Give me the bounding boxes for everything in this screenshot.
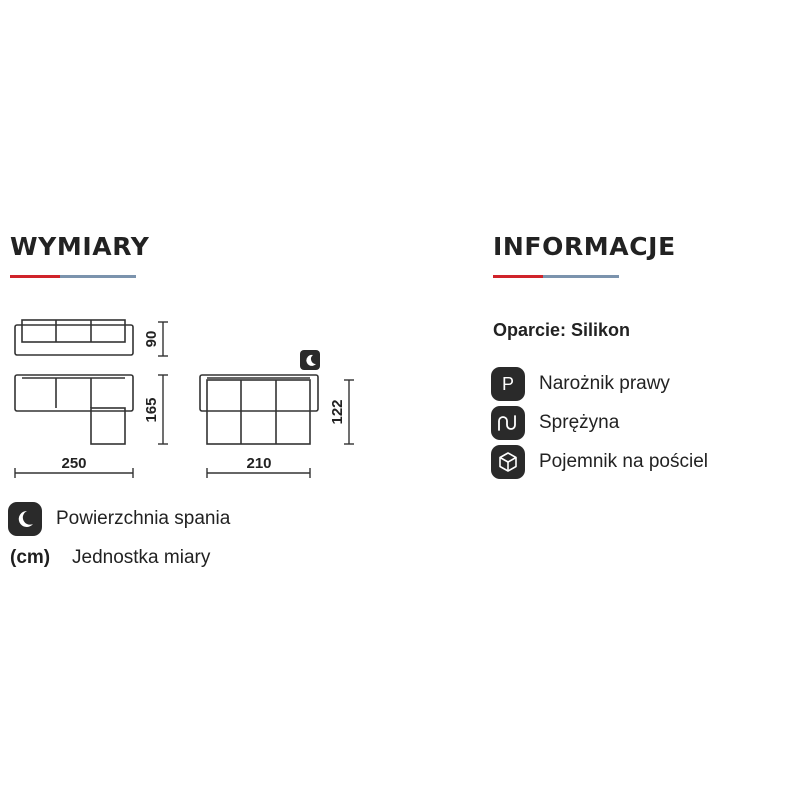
dimensions-heading-underline [10, 275, 136, 278]
feature-label: Sprężyna [539, 412, 620, 433]
underline-red-segment [493, 275, 543, 278]
information-heading-underline [493, 275, 619, 278]
corner-width-label: 250 [61, 455, 86, 472]
underline-blue-segment [543, 275, 619, 278]
dimensions-heading: WYMIARY [10, 232, 150, 261]
feature-corner-right: P Narożnik prawy [491, 367, 670, 401]
legend-unit: (cm) Jednostka miary [10, 547, 210, 569]
sleeping-area-outline [199, 374, 319, 445]
backrest-info: Oparcie: Silikon [493, 320, 631, 340]
information-heading: INFORMACJE [493, 232, 676, 261]
unit-label: Jednostka miary [72, 547, 211, 568]
feature-label: Narożnik prawy [539, 373, 670, 394]
feature-spring: Sprężyna [491, 406, 619, 440]
sleeping-width-label: 210 [246, 455, 271, 472]
moon-icon [300, 350, 320, 370]
legend-sleeping-area: Powierzchnia spania [8, 502, 230, 536]
chaise-depth-label: 165 [143, 397, 160, 422]
corner-depth-label: 90 [143, 331, 160, 348]
corner-sofa-outline [14, 374, 134, 445]
underline-red-segment [10, 275, 60, 278]
letter-p-icon: P [491, 367, 525, 401]
sofa-top-view [14, 319, 134, 356]
spring-icon [491, 406, 525, 440]
underline-blue-segment [60, 275, 136, 278]
box-icon [491, 445, 525, 479]
sleeping-depth-label: 122 [329, 399, 346, 424]
feature-label: Pojemnik na pościel [539, 451, 708, 472]
moon-icon [8, 502, 42, 536]
feature-storage: Pojemnik na pościel [491, 445, 708, 479]
dimension-diagram: 90 165 250 122 210 [14, 319, 354, 478]
sleeping-area-label: Powierzchnia spania [56, 508, 231, 529]
unit-symbol: (cm) [10, 547, 51, 568]
